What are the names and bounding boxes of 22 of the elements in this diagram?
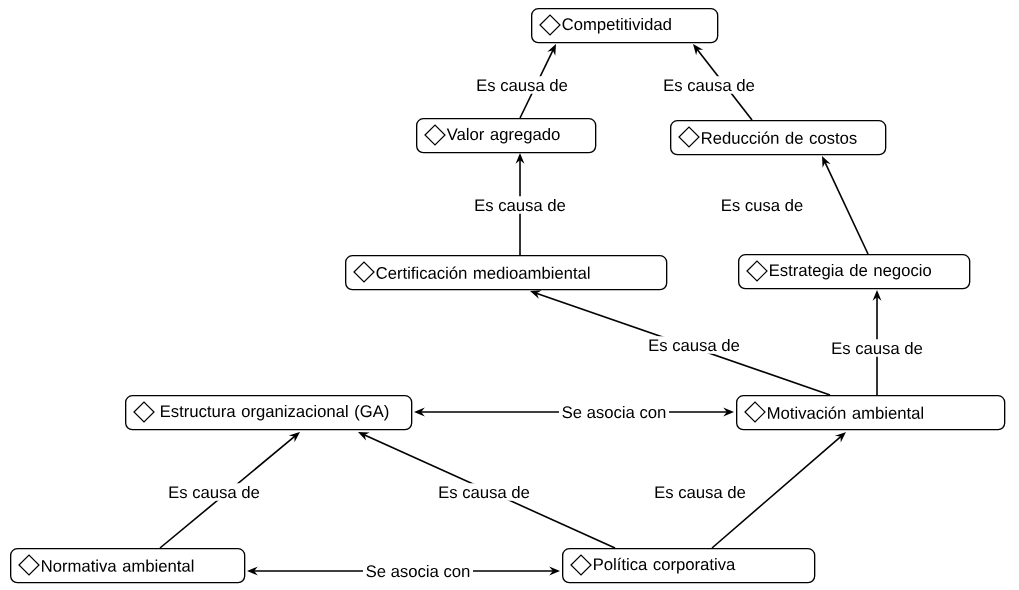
concept-box: Reducción de costos bbox=[670, 120, 887, 156]
edge-label: Es causa de bbox=[165, 483, 263, 501]
concept-box: Política corporativa bbox=[562, 548, 816, 584]
edge-label: Es causa de bbox=[651, 483, 749, 501]
edge-label: Es cusa de bbox=[718, 196, 806, 214]
concept-box: Normativa ambiental bbox=[10, 548, 246, 584]
concept-box: Competitividad bbox=[531, 8, 719, 44]
arrow bbox=[159, 432, 300, 549]
edge-label: Es causa de bbox=[660, 76, 758, 94]
edge-label: Es causa de bbox=[435, 483, 533, 501]
concept-box: Valor agregado bbox=[416, 118, 597, 154]
edge-label: Es causa de bbox=[473, 76, 571, 94]
edge-label: Es causa de bbox=[828, 339, 926, 357]
edge-label: Es causa de bbox=[471, 196, 569, 214]
concept-box: Certificación medioambiental bbox=[345, 255, 668, 291]
edge-label: Se asocia con bbox=[363, 562, 474, 580]
edge-label: Es causa de bbox=[645, 336, 743, 354]
concept-box: Estructura organizacional (GA) bbox=[125, 395, 413, 431]
concept-box: Estrategia de negocio bbox=[738, 254, 971, 290]
concept-box: Motivación ambiental bbox=[736, 395, 1006, 431]
edge-label: Se asocia con bbox=[559, 403, 670, 421]
arrow bbox=[711, 432, 846, 549]
